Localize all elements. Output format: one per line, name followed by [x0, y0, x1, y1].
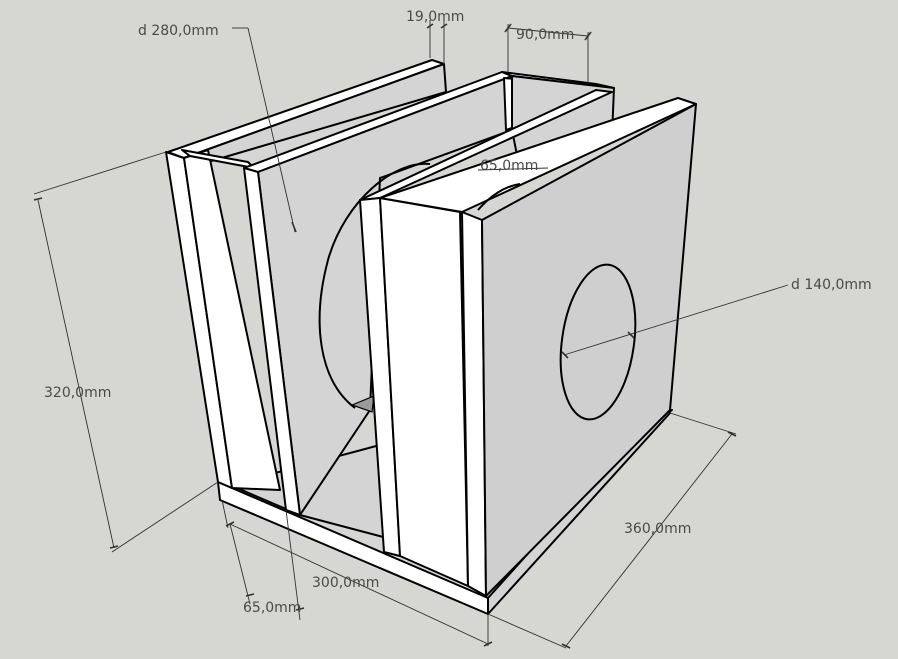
- dim-bottom-offset: 65,0mm: [243, 600, 301, 616]
- dim-inner-gap: 65,0mm: [480, 158, 538, 174]
- dim-width: 300,0mm: [312, 575, 379, 591]
- port-baffle: [359, 89, 697, 597]
- dim-depth: 360,0mm: [624, 521, 691, 537]
- dim-top-depth: 90,0mm: [516, 27, 574, 43]
- dim-height: 320,0mm: [44, 385, 111, 401]
- left-side-panel: [165, 149, 281, 491]
- dimensions: [33, 20, 789, 649]
- dim-woofer-diameter: d 280,0mm: [138, 23, 219, 39]
- dim-port-diameter: d 140,0mm: [791, 277, 872, 293]
- dim-panel-thickness: 19,0mm: [406, 9, 464, 25]
